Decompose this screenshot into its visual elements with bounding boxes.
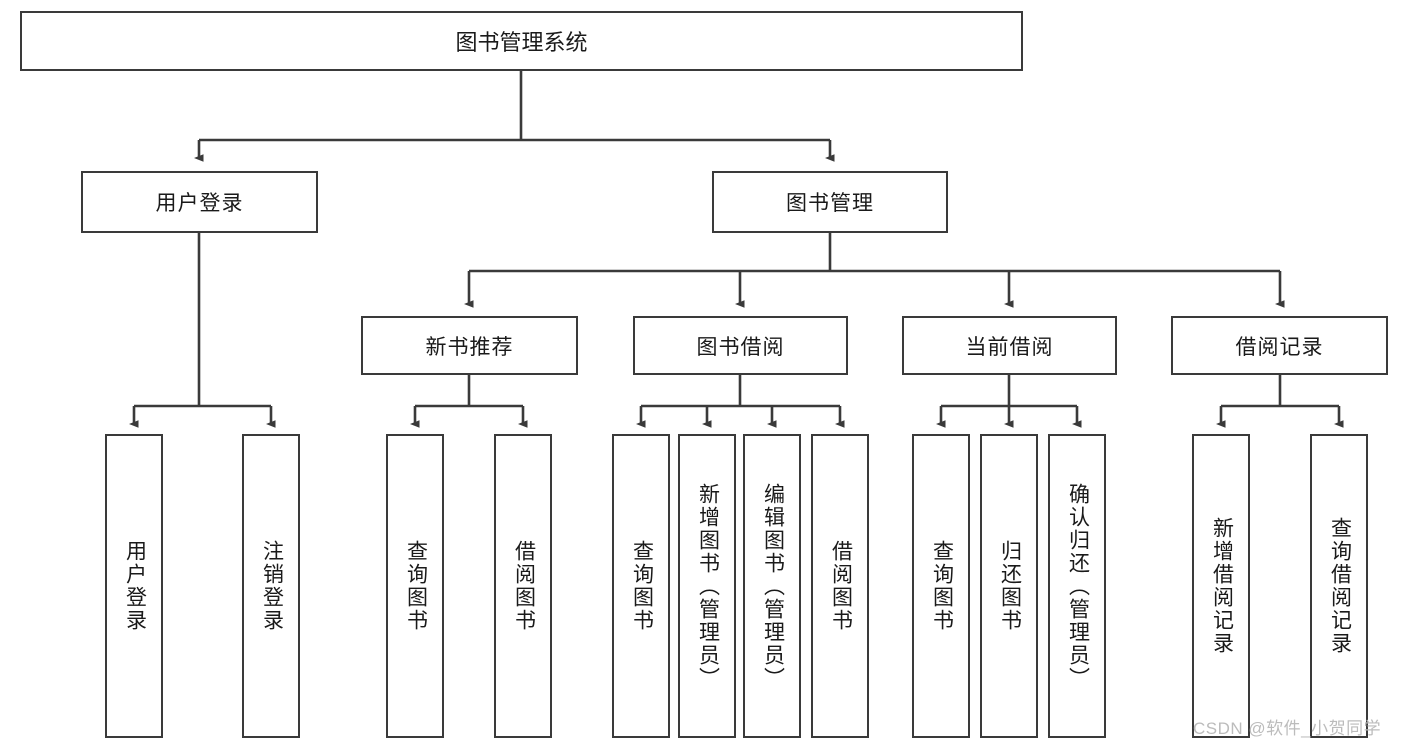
leaf-label: 查询借阅记录 — [1328, 517, 1352, 655]
node-label: 图书借阅 — [696, 335, 785, 359]
leaf-book-borrow-add-book-admin[interactable]: 新增图书（管理员） — [678, 434, 736, 738]
leaf-new-book-query-books[interactable]: 查询图书 — [386, 434, 444, 738]
node-label: 图书管理 — [786, 192, 874, 215]
leaf-label: 注销登录 — [260, 540, 284, 632]
node-user-login[interactable]: 用户登录 — [81, 171, 318, 233]
node-label: 借阅记录 — [1235, 335, 1324, 359]
node-label: 当前借阅 — [965, 335, 1054, 359]
leaf-new-book-borrow-books[interactable]: 借阅图书 — [494, 434, 552, 738]
leaf-borrow-record-add-record[interactable]: 新增借阅记录 — [1192, 434, 1250, 738]
leaf-current-borrow-confirm-return-admin[interactable]: 确认归还（管理员） — [1048, 434, 1106, 738]
leaf-label: 查询图书 — [930, 540, 954, 632]
node-label: 图书管理系统 — [455, 30, 588, 55]
node-current-borrow[interactable]: 当前借阅 — [902, 316, 1117, 375]
leaf-label: 查询图书 — [404, 540, 428, 632]
leaf-label: 查询图书 — [630, 540, 654, 632]
leaf-user-login-logout[interactable]: 注销登录 — [242, 434, 300, 738]
leaf-current-borrow-return-books[interactable]: 归还图书 — [980, 434, 1038, 738]
leaf-borrow-record-query-record[interactable]: 查询借阅记录 — [1310, 434, 1368, 738]
node-label: 新书推荐 — [425, 335, 514, 359]
leaf-label: 借阅图书 — [512, 540, 536, 632]
node-borrow-record[interactable]: 借阅记录 — [1171, 316, 1388, 375]
node-root-book-management-system[interactable]: 图书管理系统 — [20, 11, 1023, 71]
node-new-book-recommendation[interactable]: 新书推荐 — [361, 316, 578, 375]
leaf-label: 借阅图书 — [829, 540, 853, 632]
leaf-book-borrow-query-books[interactable]: 查询图书 — [612, 434, 670, 738]
leaf-label: 归还图书 — [998, 540, 1022, 632]
leaf-label: 新增借阅记录 — [1210, 517, 1234, 655]
watermark: CSDN @软件_小贺同学 — [1193, 719, 1382, 738]
leaf-label: 新增图书（管理员） — [696, 482, 720, 690]
leaf-label: 确认归还（管理员） — [1066, 482, 1090, 690]
leaf-user-login-login[interactable]: 用户登录 — [105, 434, 163, 738]
leaf-label: 编辑图书（管理员） — [761, 482, 785, 690]
node-book-management[interactable]: 图书管理 — [712, 171, 948, 233]
leaf-book-borrow-borrow-books[interactable]: 借阅图书 — [811, 434, 869, 738]
leaf-book-borrow-edit-book-admin[interactable]: 编辑图书（管理员） — [743, 434, 801, 738]
leaf-label: 用户登录 — [123, 540, 147, 632]
node-book-borrow[interactable]: 图书借阅 — [633, 316, 848, 375]
leaf-current-borrow-query-books[interactable]: 查询图书 — [912, 434, 970, 738]
node-label: 用户登录 — [155, 192, 244, 215]
